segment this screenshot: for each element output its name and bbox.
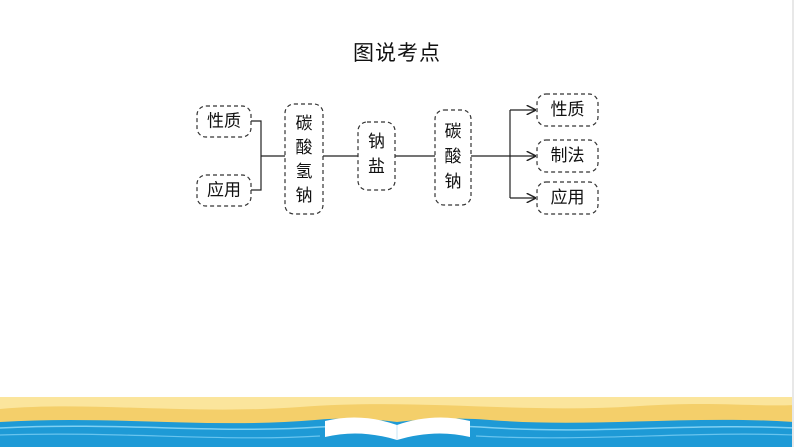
sodium-salt-char-2: 盐 [368,157,385,177]
sodium-carbonate-char-2: 酸 [445,147,462,167]
left-application-label: 应用 [207,181,241,201]
right-preparation-label: 制法 [551,146,585,166]
sodium-bicarbonate-char-1: 碳 [296,114,313,134]
node-right-application: 应用 [536,181,599,215]
node-sodium-bicarbonate: 碳 酸 氢 钠 [284,103,324,215]
connector-lines [251,110,535,198]
water-wave-icon [0,433,792,439]
sodium-carbonate-char-3: 钠 [445,172,462,192]
right-property-label: 性质 [551,100,585,120]
node-left-property: 性质 [196,105,252,138]
left-property-label: 性质 [207,112,241,132]
sodium-bicarbonate-char-3: 氢 [296,162,313,182]
page-title: 图说考点 [353,41,441,65]
sodium-salt-char-1: 钠 [368,132,385,152]
sand-highlight [0,397,792,410]
node-right-preparation: 制法 [536,139,599,173]
footer-decoration [0,397,792,447]
node-sodium-salt: 钠 盐 [357,121,396,191]
sodium-carbonate-char-1: 碳 [445,122,462,142]
node-right-property: 性质 [536,93,599,127]
node-sodium-carbonate: 碳 酸 钠 [434,109,472,206]
right-application-label: 应用 [551,188,585,208]
sodium-bicarbonate-char-4: 钠 [296,186,313,206]
sodium-bicarbonate-char-2: 酸 [296,138,313,158]
node-left-application: 应用 [196,174,252,207]
